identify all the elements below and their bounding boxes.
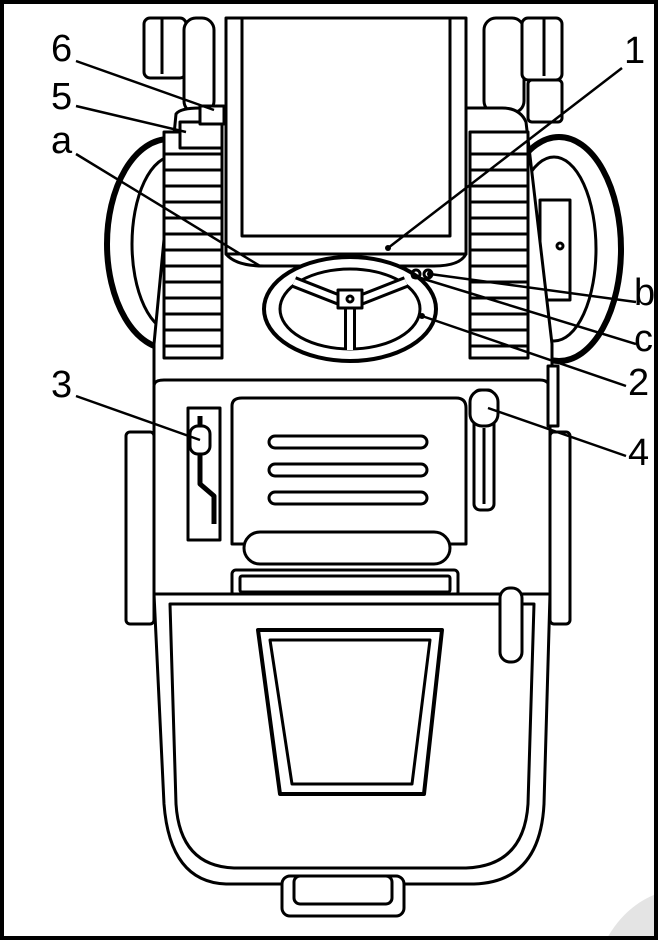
front-scoop xyxy=(256,628,444,796)
leader-5 xyxy=(75,104,187,134)
control-5-box xyxy=(178,120,224,150)
lever-4 xyxy=(468,388,500,512)
leader-2 xyxy=(421,314,627,388)
mower-top-view-drawing xyxy=(75,16,654,936)
callout-2: 2 xyxy=(628,362,650,404)
side-panel-left xyxy=(124,430,156,626)
rear-wheel-right xyxy=(482,16,564,124)
leader-3 xyxy=(75,394,201,442)
corner-shade xyxy=(608,894,654,936)
leader-4 xyxy=(487,406,627,458)
callout-c: c xyxy=(634,318,653,360)
callout-5: 5 xyxy=(51,76,73,118)
callout-a: a xyxy=(51,120,73,162)
front-bumper xyxy=(280,874,406,918)
grille xyxy=(230,396,468,598)
steering-wheel xyxy=(262,255,438,363)
rib-panel-left xyxy=(162,130,224,360)
rear-wheel-left xyxy=(142,16,216,115)
front-light xyxy=(498,586,524,664)
leader-1 xyxy=(387,67,623,249)
rib-panel-right xyxy=(468,130,530,360)
leader-b xyxy=(429,272,637,304)
leader-a xyxy=(75,152,261,268)
leader-6 xyxy=(75,59,215,112)
callout-6: 6 xyxy=(51,28,73,70)
lever-3 xyxy=(186,406,222,542)
callout-1: 1 xyxy=(624,30,646,72)
callout-3: 3 xyxy=(51,364,73,406)
seat xyxy=(224,16,468,268)
callout-b: b xyxy=(634,272,656,314)
leader-lines xyxy=(75,59,637,458)
leader-endpoints xyxy=(385,245,433,319)
side-panel-right xyxy=(548,430,572,626)
leader-c xyxy=(413,274,637,346)
callout-4: 4 xyxy=(628,432,650,474)
control-6-box xyxy=(198,104,226,126)
